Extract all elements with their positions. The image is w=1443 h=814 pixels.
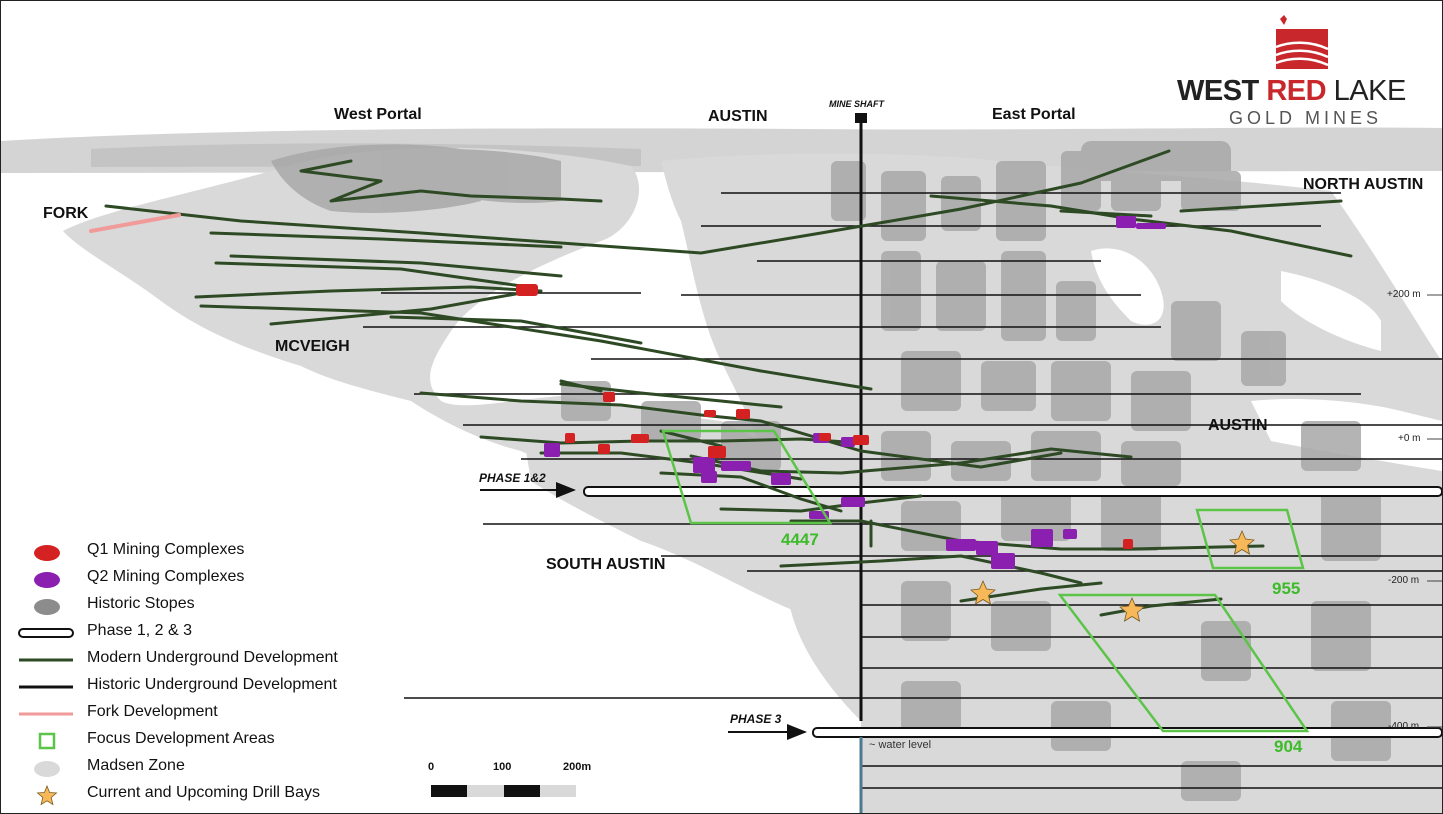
legend-label: Phase 1, 2 & 3 [87,622,192,639]
label-west-portal: West Portal [334,106,422,123]
logo-word-red: RED [1266,75,1334,107]
scale-bar-label: 100 [493,761,512,773]
logo-subtitle: GOLD MINES [1229,108,1383,128]
legend-label: Historic Underground Development [87,676,337,693]
modern-development [104,149,1353,617]
label-phase-12: PHASE 1&2 [479,471,546,485]
focus-area-904 [1057,593,1310,733]
drill-bay-star [1229,530,1255,555]
legend: Q1 Mining Complexes Q2 Mining Complexes … [17,539,397,809]
legend-label: Modern Underground Development [87,649,338,666]
madsen-zone-notch [1281,271,1381,351]
legend-item-fork: Fork Development [17,701,397,728]
label-elevation: -200 m [1388,575,1420,586]
legend-label: Historic Stopes [87,595,195,612]
fork-development-symbol [19,712,73,716]
label-phase-3: PHASE 3 [730,712,782,726]
label-focus-955: 955 [1272,579,1301,598]
label-elevation: +0 m [1398,433,1421,444]
label-mcveigh: MCVEIGH [275,338,350,355]
legend-item-historic-stopes: Historic Stopes [17,593,397,620]
logo-wordmark: WEST RED LAKE [1177,75,1406,108]
q2-complexes [544,216,1166,569]
modern-development-symbol [19,658,73,662]
legend-item-q1: Q1 Mining Complexes [17,539,397,566]
label-water-level: ~ water level [869,739,932,751]
focus-area-955 [1195,508,1305,570]
mine-shaft-headframe [855,113,867,123]
logo-word-west: WEST [1177,75,1267,107]
label-mine-shaft: MINE SHAFT [829,99,884,109]
fork-development [89,213,181,233]
label-elevation: -400 m [1388,721,1420,732]
scale-bar-label: 0 [428,761,435,773]
legend-label: Madsen Zone [87,757,185,774]
q1-symbol [34,545,60,561]
label-fork: FORK [43,205,89,222]
label-focus-4447: 4447 [781,530,819,549]
legend-label: Q2 Mining Complexes [87,568,245,585]
historic-development [363,192,1442,789]
focus-area-4447 [661,429,833,525]
legend-item-modern: Modern Underground Development [17,647,397,674]
drill-bay-star [970,580,996,605]
historic-stopes-symbol [34,599,60,615]
label-austin-mid: AUSTIN [1208,417,1268,434]
focus-area-symbol [38,732,56,750]
legend-item-drill: Current and Upcoming Drill Bays [17,782,397,809]
label-south-austin: SOUTH AUSTIN [546,556,666,573]
drill-bay-star [1119,597,1145,622]
legend-label: Focus Development Areas [87,730,275,747]
legend-label: Q1 Mining Complexes [87,541,245,558]
logo-word-lake: LAKE [1333,75,1407,107]
legend-item-historic-dev: Historic Underground Development [17,674,397,701]
focus-areas [661,429,1310,733]
label-east-portal: East Portal [992,106,1076,123]
legend-item-phase: Phase 1, 2 & 3 [17,620,397,647]
label-austin-top: AUSTIN [708,108,768,125]
legend-label: Current and Upcoming Drill Bays [87,784,320,801]
legend-item-q2: Q2 Mining Complexes [17,566,397,593]
label-elevation: +200 m [1387,289,1421,300]
elevation-ticks [1427,294,1442,728]
scale-bar: 0 100 200m [421,761,591,801]
company-logo: WEST RED LAKE GOLD MINES [1177,15,1422,130]
phase-3-level [812,727,1442,738]
legend-label: Fork Development [87,703,218,720]
legend-item-madsen: Madsen Zone [17,755,397,782]
scale-bar-segments [431,785,576,797]
logo-mark [1275,15,1329,69]
drill-bay-star-icon [36,784,58,806]
historic-stopes [271,141,1391,801]
madsen-zone-notch [1091,248,1164,325]
historic-development-symbol [19,685,73,689]
drill-bays [970,530,1255,622]
label-north-austin: NORTH AUSTIN [1303,176,1424,193]
q1-complexes [516,284,1133,549]
phase-symbol [18,628,74,638]
phase-12-level [583,486,1442,497]
scale-bar-label: 200m [563,761,592,773]
legend-item-focus: Focus Development Areas [17,728,397,755]
madsen-zone-symbol [34,761,60,777]
label-focus-904: 904 [1274,737,1303,756]
q2-symbol [34,572,60,588]
